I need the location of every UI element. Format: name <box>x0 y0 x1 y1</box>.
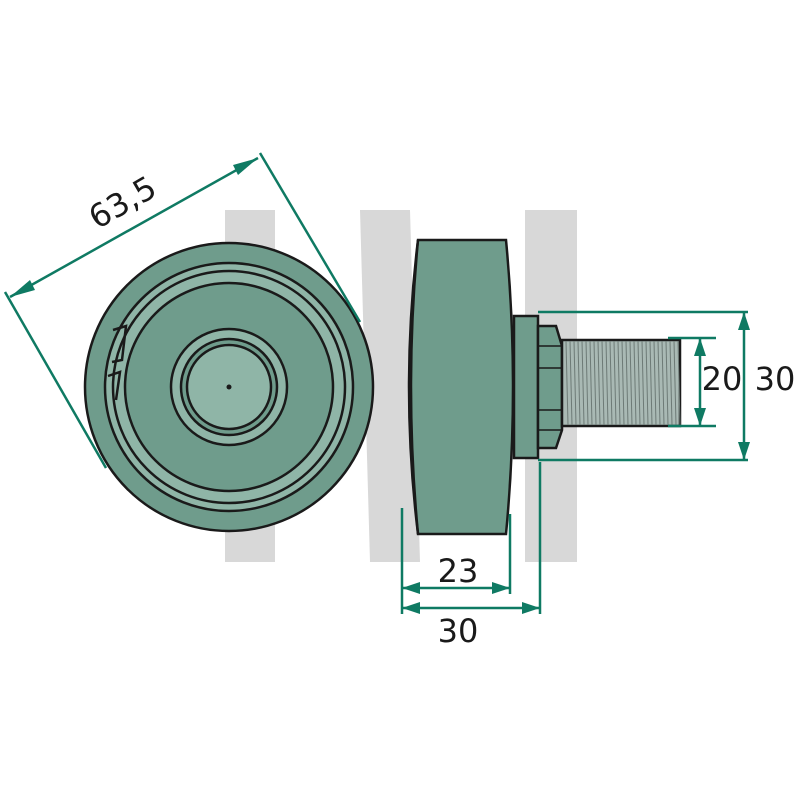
thread-line <box>621 340 625 426</box>
thread-line <box>577 340 581 426</box>
side-view <box>407 238 682 536</box>
dim-roller-width: 23 <box>438 552 479 590</box>
roller-body <box>407 238 515 536</box>
thread-line <box>609 340 613 426</box>
thread-line <box>581 340 585 426</box>
thread-line <box>661 340 665 426</box>
thread-line <box>585 340 589 426</box>
dim-nut-diameter: 30 <box>755 360 796 398</box>
thread-line <box>657 340 661 426</box>
thread-line <box>613 340 617 426</box>
thread-line <box>641 340 645 426</box>
thread-line <box>629 340 633 426</box>
snap-ring-notch-lower <box>107 370 122 401</box>
thread-line <box>677 340 681 426</box>
threaded-bolt <box>560 338 682 428</box>
thread-line <box>673 340 677 426</box>
roller-groove-outer <box>111 269 347 505</box>
thread-line <box>669 340 673 426</box>
washer <box>512 314 540 460</box>
thread-line <box>589 340 593 426</box>
bore-center <box>226 384 232 390</box>
thread-line <box>649 340 653 426</box>
thread-line <box>625 340 629 426</box>
thread-line <box>573 340 577 426</box>
dim-overall-width: 30 <box>438 612 479 650</box>
thread-line <box>637 340 641 426</box>
thread-line <box>653 340 657 426</box>
thread-line <box>597 340 601 426</box>
dim-bolt-diameter: 20 <box>702 360 743 398</box>
front-view <box>83 241 375 533</box>
thread-line <box>565 340 569 426</box>
thread-line <box>569 340 573 426</box>
snap-ring-notch <box>111 324 128 364</box>
dim-outer-diameter: 63,5 <box>82 168 163 237</box>
thread-line <box>645 340 649 426</box>
roller-edge-curve <box>409 239 420 535</box>
thread-line <box>601 340 605 426</box>
thread-line <box>593 340 597 426</box>
thread-line <box>605 340 609 426</box>
thread-line <box>665 340 669 426</box>
thread-line <box>617 340 621 426</box>
dimension-lines <box>3 152 750 614</box>
thread-line <box>633 340 637 426</box>
